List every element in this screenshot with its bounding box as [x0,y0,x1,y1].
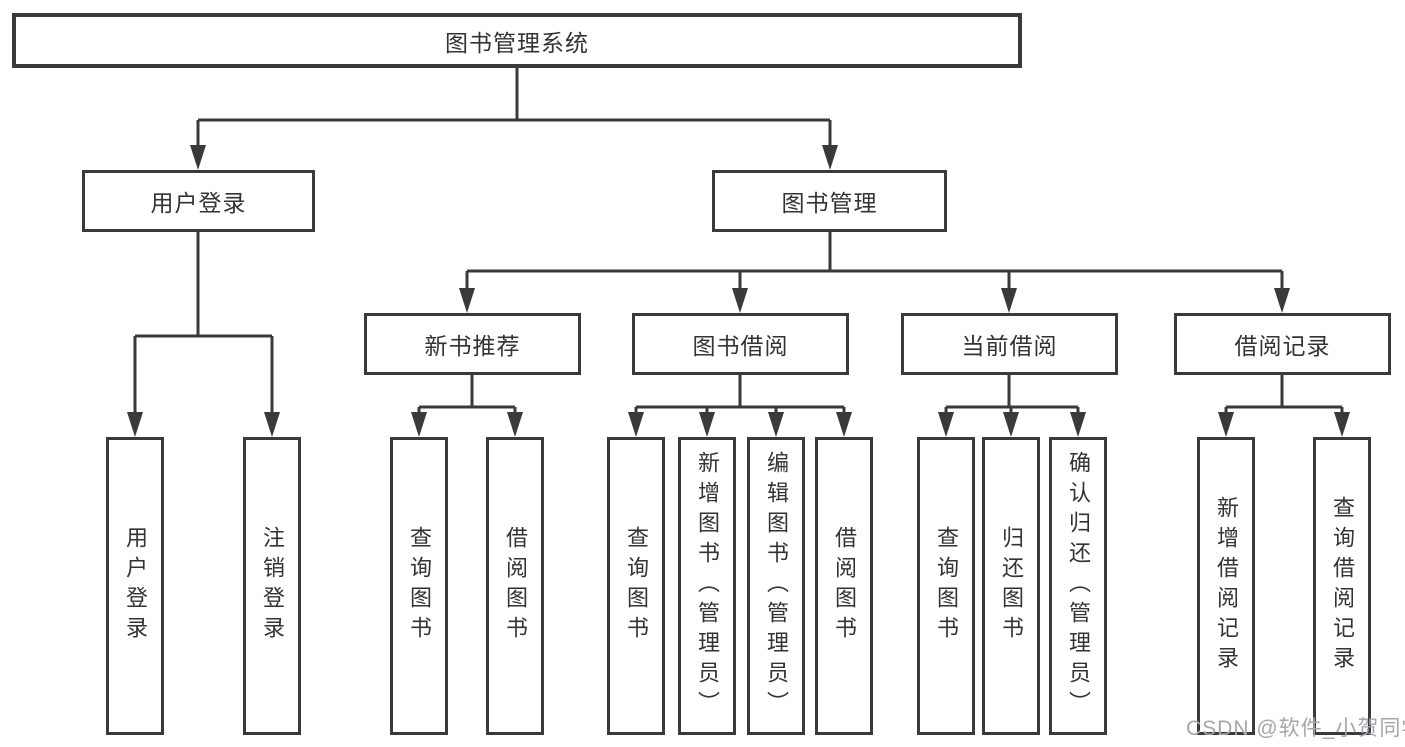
connector-new-book-group [417,375,517,412]
connector-book-borrow-group [634,375,846,412]
node-br-query-record: 查询借阅记录 [1313,437,1371,735]
node-current-borrow: 当前借阅 [901,313,1118,375]
connector-current-borrow-group [944,375,1080,412]
node-cb-query-book: 查询图书 [917,437,975,735]
node-logout: 注销登录 [243,437,301,735]
node-cb-confirm-return-admin: 确认归还（管理员） [1049,437,1107,735]
node-bb-add-book-admin: 新增图书（管理员） [678,437,736,735]
connector-user-login-group [133,232,274,412]
csdn-watermark: CSDN @软件_小贺同学 [1186,717,1405,740]
node-bb-borrow-book: 借阅图书 [815,437,873,735]
node-new-book-recommend: 新书推荐 [364,313,581,375]
node-book-borrow: 图书借阅 [632,313,849,375]
node-root: 图书管理系统 [12,13,1022,68]
node-user-login-action: 用户登录 [106,437,164,735]
node-bb-query-book: 查询图书 [607,437,665,735]
connector-root-to-level2 [196,68,832,146]
node-bb-edit-book-admin: 编辑图书（管理员） [747,437,805,735]
node-borrow-record: 借阅记录 [1174,313,1391,375]
node-cb-return-book: 归还图书 [982,437,1040,735]
arrowheads [127,145,1350,437]
node-book-mgmt: 图书管理 [712,170,947,232]
connector-book-mgmt-to-level3 [465,232,1284,288]
node-nbr-borrow-book: 借阅图书 [486,437,544,735]
node-nbr-query-book: 查询图书 [390,437,448,735]
node-user-login: 用户登录 [82,170,315,232]
connector-borrow-record-group [1224,375,1344,412]
node-br-add-record: 新增借阅记录 [1197,437,1255,735]
